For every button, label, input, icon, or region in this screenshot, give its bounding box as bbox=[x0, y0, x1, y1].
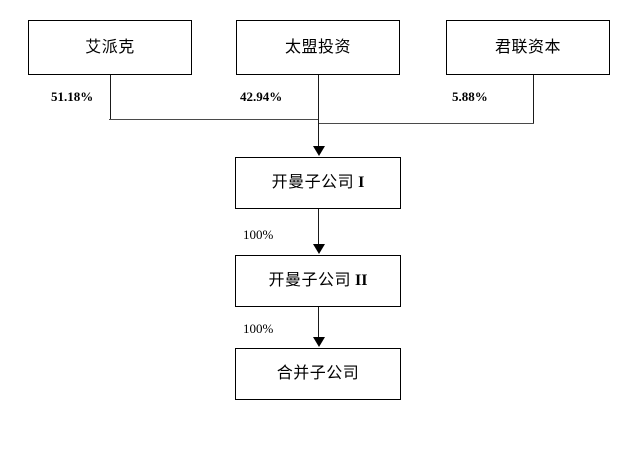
connector-join-bar-right bbox=[318, 123, 534, 124]
node-shareholder-taimeng[interactable]: 太盟投资 bbox=[236, 20, 400, 75]
edge-label-cayman1-to-cayman2: 100% bbox=[243, 227, 274, 242]
node-label-junlian: 君联资本 bbox=[494, 38, 561, 56]
arrowhead-to-cayman-1 bbox=[313, 146, 325, 156]
arrowhead-to-merger bbox=[313, 337, 325, 347]
connector-aipike-drop bbox=[110, 75, 111, 120]
edge-label-aipike-stake: 51.18% bbox=[51, 89, 94, 104]
node-shareholder-aipike[interactable]: 艾派克 bbox=[28, 20, 192, 75]
node-label-cayman-1-text: 开曼子公司 bbox=[271, 174, 355, 191]
node-label-cayman-1-numeral: I bbox=[358, 174, 365, 191]
arrowhead-to-cayman-2 bbox=[313, 244, 325, 254]
node-shareholder-junlian[interactable]: 君联资本 bbox=[446, 20, 610, 75]
connector-cayman2-to-merger bbox=[318, 307, 319, 337]
edge-label-cayman2-to-merger: 100% bbox=[243, 321, 274, 336]
connector-junlian-drop bbox=[533, 75, 534, 124]
node-label-taimeng: 太盟投资 bbox=[284, 38, 351, 56]
node-subsidiary-merger[interactable]: 合并子公司 bbox=[235, 348, 401, 400]
edge-label-taimeng-stake: 42.94% bbox=[240, 89, 283, 104]
node-label-cayman-2-text: 开曼子公司 bbox=[268, 272, 352, 289]
connector-join-bar-left bbox=[109, 119, 319, 120]
connector-cayman1-to-cayman2 bbox=[318, 209, 319, 246]
node-label-aipike: 艾派克 bbox=[85, 38, 135, 56]
edge-label-junlian-stake: 5.88% bbox=[452, 89, 488, 104]
node-label-cayman-2-numeral: II bbox=[355, 272, 368, 289]
connector-center-spine bbox=[318, 75, 319, 147]
node-label-merger: 合并子公司 bbox=[276, 365, 360, 382]
